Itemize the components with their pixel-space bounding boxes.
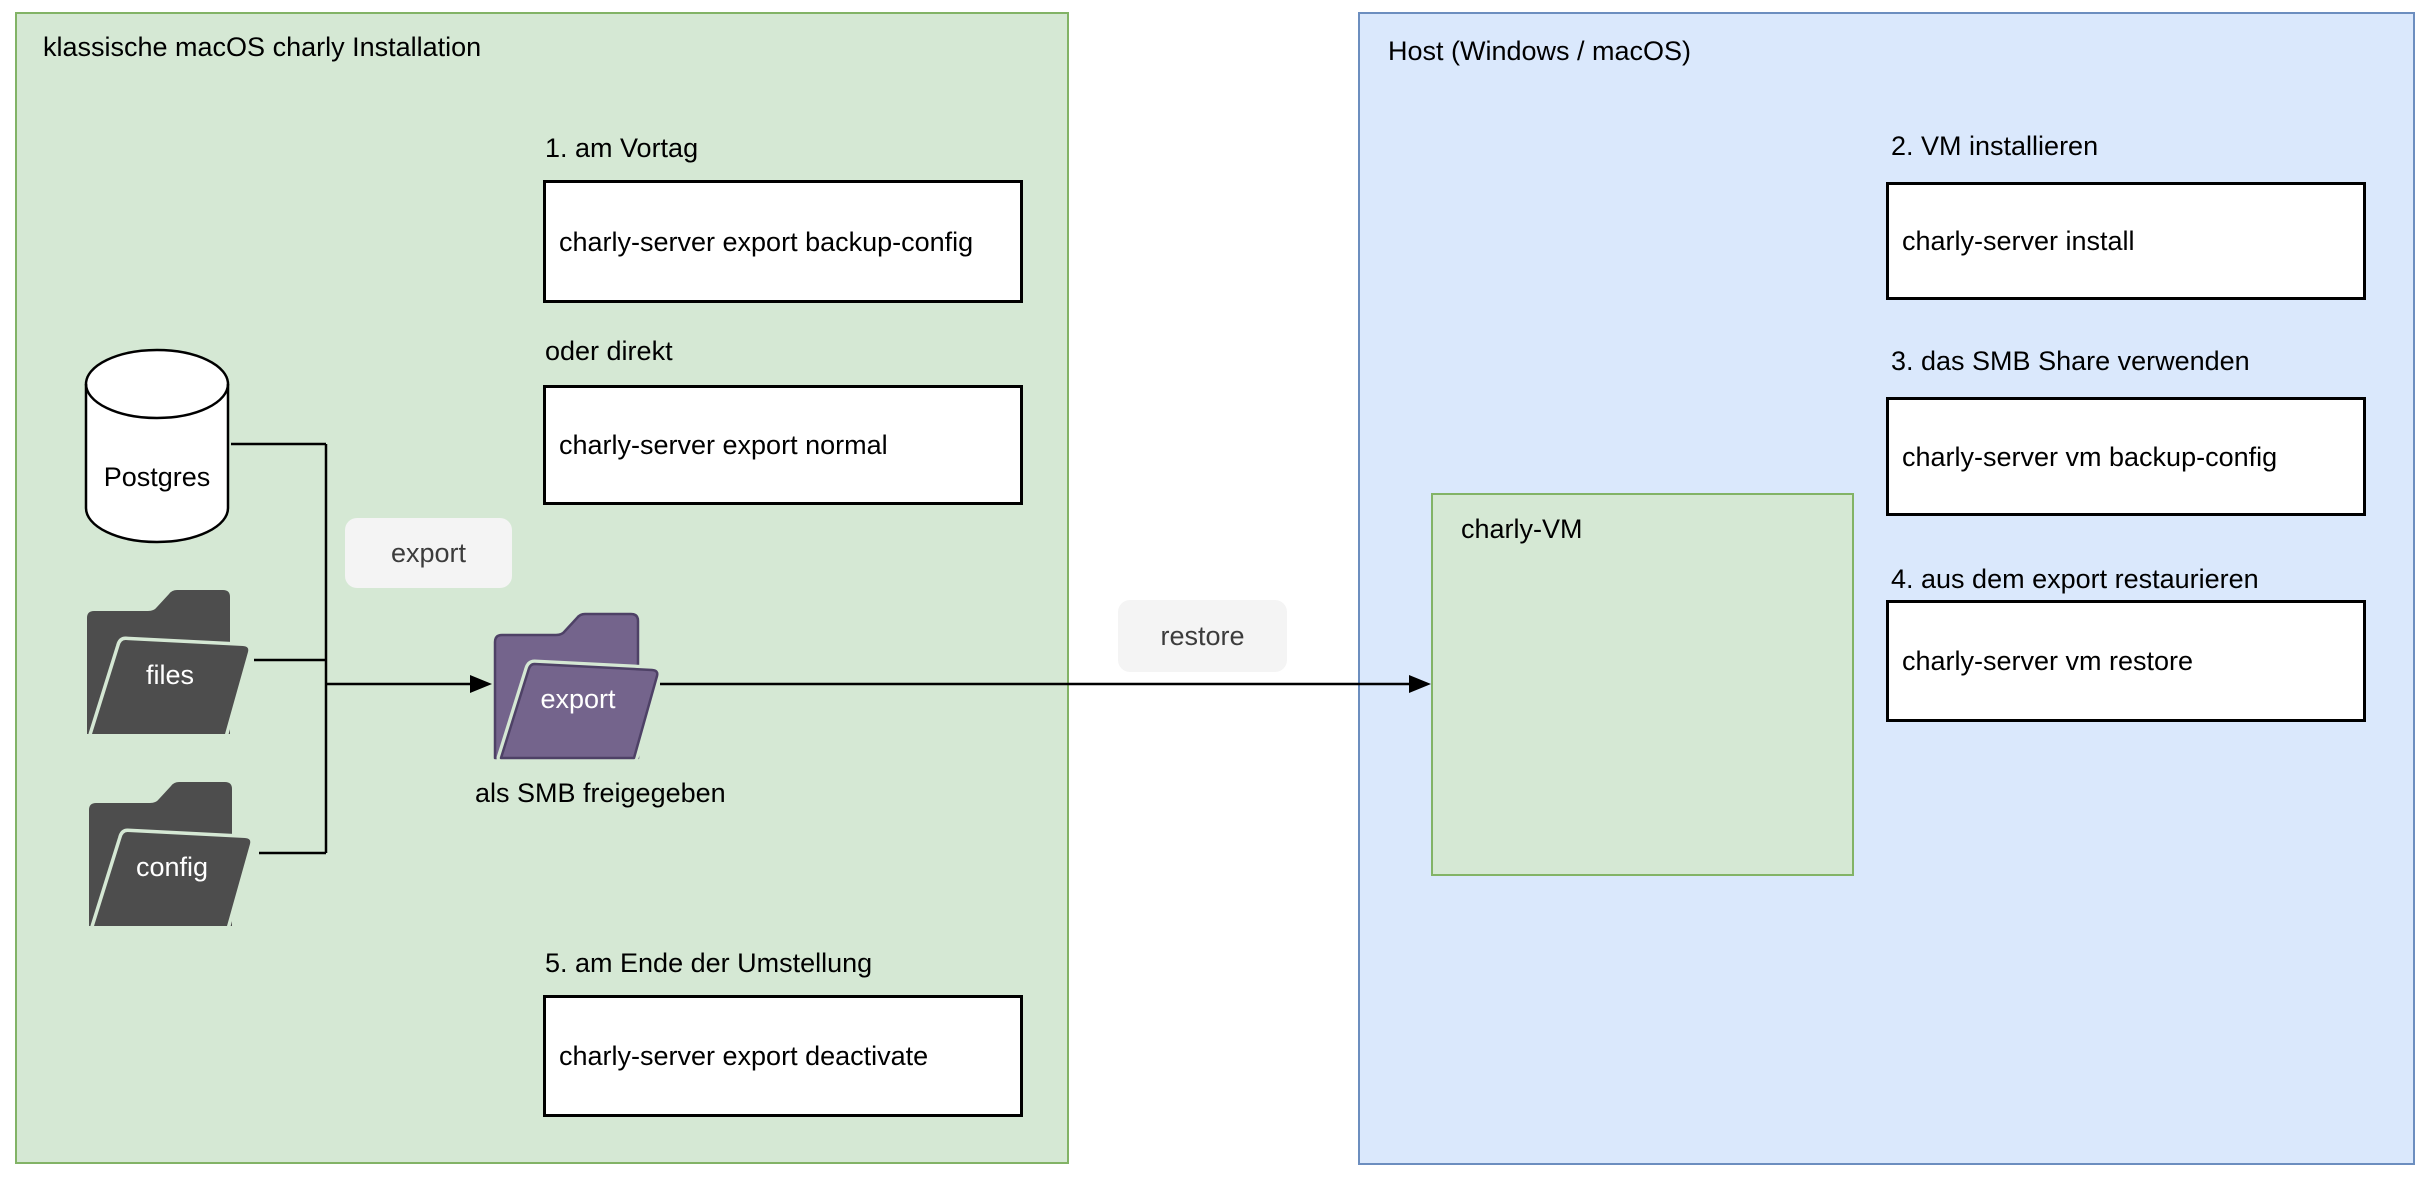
step2-command-box: charly-server install [1886,182,2366,300]
step3-command-box: charly-server vm backup-config [1886,397,2366,516]
postgres-label: Postgres [103,462,211,492]
step5-command-text: charly-server export deactivate [559,1041,929,1071]
database-cylinder-body [84,348,230,544]
charly-vm-label: charly-VM [1461,514,1583,544]
files-folder-label: files [145,660,194,690]
step3-command-text: charly-server vm backup-config [1902,441,2278,472]
restore-arrowhead-icon [1409,675,1431,693]
step4-label: 4. aus dem export restaurieren [1891,564,2259,594]
files-folder-icon [87,590,252,736]
folder-front-flap [94,832,251,926]
smb-note: als SMB freigegeben [475,778,726,808]
config-folder-label: config [135,852,209,882]
step1-command-text: charly-server export backup-config [559,226,974,257]
step5-command-box: charly-server export deactivate [543,995,1023,1117]
folder-front-flap [92,640,249,734]
export-folder-label: export [540,684,616,714]
step1-label: 1. am Vortag [545,133,699,163]
alt-command-text: charly-server export normal [559,430,888,460]
step2-command-text: charly-server install [1902,226,2135,256]
right-container-title: Host (Windows / macOS) [1388,36,1692,66]
left-container-title: klassische macOS charly Installation [43,32,482,62]
restore-edge-label: restore [1118,600,1287,672]
alt-command-box: charly-server export normal [543,385,1023,505]
export-edge-label: export [345,518,512,588]
charly-vm-box [1431,493,1854,876]
export-folder-icon [493,612,662,762]
config-folder-icon [89,782,254,928]
step4-command-text: charly-server vm restore [1902,646,2194,676]
step2-label: 2. VM installieren [1891,131,2099,161]
step4-command-box: charly-server vm restore [1886,600,2366,722]
alt-label: oder direkt [545,336,673,366]
export-arrowhead-icon [470,675,492,693]
step1-command-box: charly-server export backup-config [543,180,1023,303]
step3-label: 3. das SMB Share verwenden [1891,346,2250,376]
database-cylinder-rim [84,383,230,420]
postgres-database-icon [84,348,230,544]
folder-front-flap [499,662,659,760]
step5-label: 5. am Ende der Umstellung [545,948,873,978]
